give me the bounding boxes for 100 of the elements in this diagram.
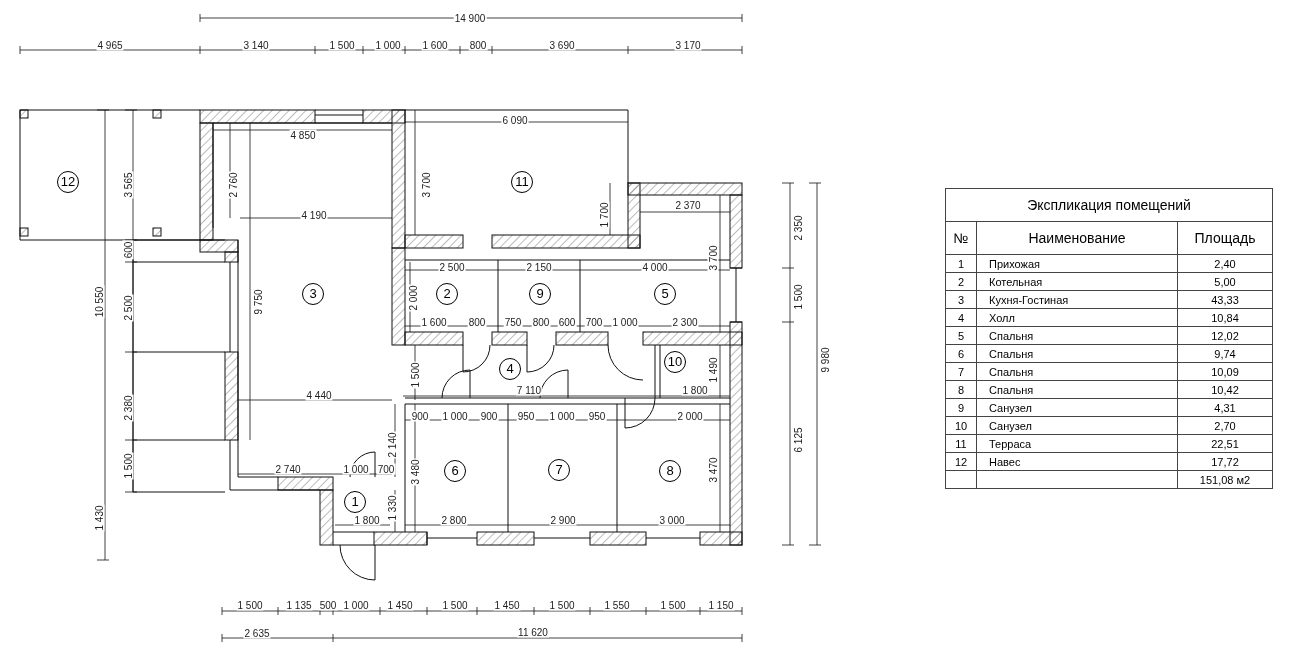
dimension-label: 1 135 <box>285 599 313 611</box>
dimension-label: 1 500 <box>328 39 356 51</box>
dimension-label: 10 550 <box>93 285 105 319</box>
dimension-label: 500 <box>318 599 338 611</box>
dimension-label: 1 500 <box>236 599 264 611</box>
table-cell: Санузел <box>976 416 1178 435</box>
room-number: 6 <box>444 460 466 482</box>
table-cell: 10,09 <box>1177 362 1273 381</box>
dimension-label: 600 <box>557 316 577 328</box>
dimension-label: 2 635 <box>243 627 271 639</box>
table-cell: 12,02 <box>1177 326 1273 345</box>
dimension-label: 950 <box>516 410 536 422</box>
dimension-label: 1 600 <box>420 316 448 328</box>
dimension-label: 3 700 <box>420 171 432 199</box>
dimension-label: 1 700 <box>598 201 610 229</box>
table-cell: 151,08 м2 <box>1177 470 1273 489</box>
dimension-label: 3 140 <box>242 39 270 51</box>
table-cell: 10,42 <box>1177 380 1273 399</box>
dimension-label: 950 <box>587 410 607 422</box>
dimension-label: 1 500 <box>659 599 687 611</box>
table-title: Экспликация помещений <box>945 188 1273 222</box>
table-cell: 11 <box>945 434 977 453</box>
table-cell: 2,40 <box>1177 254 1273 273</box>
column-header: Наименование <box>976 221 1178 255</box>
dimension-label: 9 980 <box>819 346 831 374</box>
table-cell: Навес <box>976 452 1178 471</box>
dimension-label: 700 <box>584 316 604 328</box>
table-cell: 4 <box>945 308 977 327</box>
dimension-label: 1 800 <box>353 514 381 526</box>
dimension-label: 900 <box>479 410 499 422</box>
dimension-label: 2 800 <box>440 514 468 526</box>
dimension-label: 3 170 <box>674 39 702 51</box>
dimension-label: 1 000 <box>441 410 469 422</box>
room-number: 7 <box>548 459 570 481</box>
table-cell: 22,51 <box>1177 434 1273 453</box>
dimension-label: 800 <box>468 39 488 51</box>
table-cell: 9 <box>945 398 977 417</box>
dimension-label: 4 440 <box>305 389 333 401</box>
dimension-label: 1 800 <box>681 384 709 396</box>
table-cell: 8 <box>945 380 977 399</box>
dimension-label: 3 690 <box>548 39 576 51</box>
table-cell: Спальня <box>976 362 1178 381</box>
dimension-label: 2 370 <box>674 199 702 211</box>
table-cell: 17,72 <box>1177 452 1273 471</box>
column-header: № <box>945 221 977 255</box>
table-cell: Спальня <box>976 344 1178 363</box>
dimension-label: 700 <box>376 463 396 475</box>
dimension-label: 6 090 <box>501 114 529 126</box>
table-cell: 10 <box>945 416 977 435</box>
dimension-label: 2 760 <box>227 171 239 199</box>
dimension-label: 1 550 <box>603 599 631 611</box>
table-cell: Терраса <box>976 434 1178 453</box>
dimension-label: 11 620 <box>517 626 549 638</box>
dimension-label: 900 <box>410 410 430 422</box>
dimension-label: 1 500 <box>409 361 421 389</box>
dimension-label: 14 900 <box>453 12 487 24</box>
dimension-label: 1 430 <box>93 504 105 532</box>
dimension-label: 2 000 <box>407 284 419 312</box>
table-cell: 7 <box>945 362 977 381</box>
dimension-label: 1 150 <box>707 599 735 611</box>
dimension-label: 4 000 <box>641 261 669 273</box>
dimension-label: 1 330 <box>386 494 398 522</box>
room-number: 5 <box>654 283 676 305</box>
dimension-label: 3 480 <box>409 458 421 486</box>
table-cell: Прихожая <box>976 254 1178 273</box>
table-cell: 1 <box>945 254 977 273</box>
dimension-label: 2 140 <box>386 431 398 459</box>
dimension-label: 6 125 <box>792 426 804 454</box>
dimension-label: 600 <box>122 240 134 260</box>
table-cell: 2 <box>945 272 977 291</box>
table-cell: 12 <box>945 452 977 471</box>
dimension-label: 4 965 <box>96 39 124 51</box>
dimension-label: 800 <box>531 316 551 328</box>
column-header: Площадь <box>1177 221 1273 255</box>
dimension-label: 800 <box>467 316 487 328</box>
dimension-label: 1 500 <box>122 452 134 480</box>
table-cell: Спальня <box>976 380 1178 399</box>
dimension-label: 1 000 <box>342 599 370 611</box>
table-cell: Спальня <box>976 326 1178 345</box>
dimension-label: 4 190 <box>300 209 328 221</box>
dimension-label: 1 500 <box>792 283 804 311</box>
dimension-label: 1 500 <box>548 599 576 611</box>
table-cell: Холл <box>976 308 1178 327</box>
room-number: 12 <box>57 171 79 193</box>
room-number: 8 <box>659 460 681 482</box>
room-number: 10 <box>664 351 686 373</box>
table-cell: 10,84 <box>1177 308 1273 327</box>
dimension-label: 2 300 <box>671 316 699 328</box>
dimension-label: 1 500 <box>441 599 469 611</box>
dimension-label: 2 900 <box>549 514 577 526</box>
dimension-label: 1 600 <box>421 39 449 51</box>
dimension-label: 2 380 <box>122 394 134 422</box>
dimension-label: 4 850 <box>289 129 317 141</box>
dimension-label: 1 450 <box>493 599 521 611</box>
room-number: 11 <box>511 171 533 193</box>
table-cell: Санузел <box>976 398 1178 417</box>
table-cell: 4,31 <box>1177 398 1273 417</box>
room-number: 2 <box>436 283 458 305</box>
dimension-label: 1 000 <box>548 410 576 422</box>
dimension-label: 2 000 <box>676 410 704 422</box>
